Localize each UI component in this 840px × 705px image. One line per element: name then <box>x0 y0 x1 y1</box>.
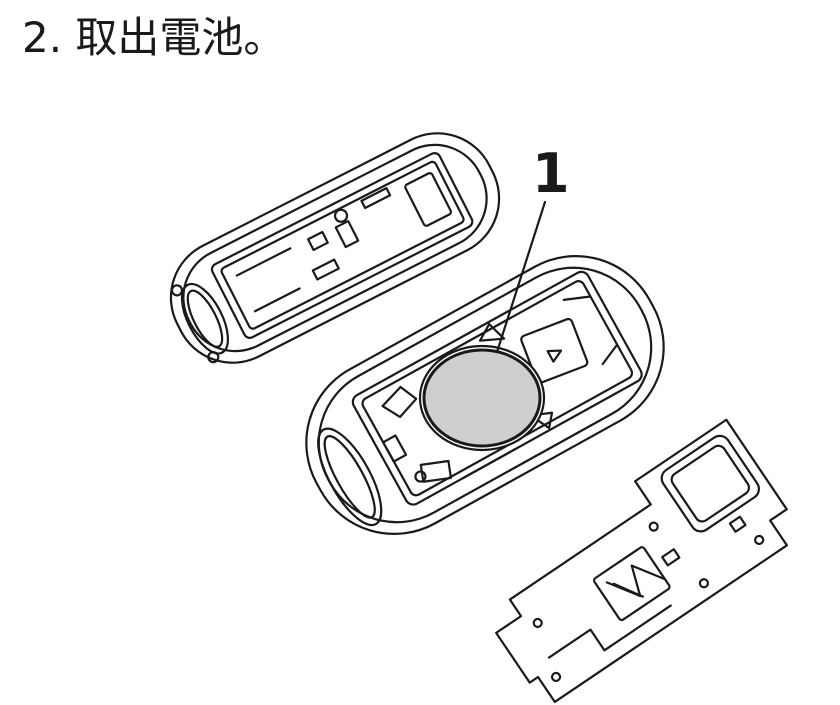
top-cover <box>169 132 501 364</box>
callout: 1 <box>495 142 570 354</box>
callout-label: 1 <box>532 142 570 205</box>
main-housing <box>305 255 665 535</box>
step-title: 2. 取出電池。 <box>22 13 286 62</box>
circuit-board <box>495 418 789 704</box>
coin-battery <box>418 344 546 452</box>
